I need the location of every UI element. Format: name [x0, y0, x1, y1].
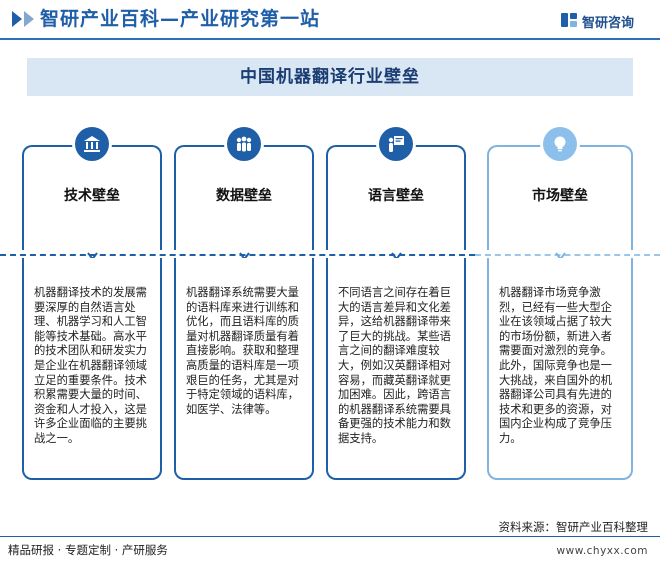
card-description: 机器翻译系统需要大量的语料库来进行训练和优化，而且语料库的质量对机器翻译质量有着…: [186, 286, 299, 416]
brand-name: 智研咨询: [582, 16, 635, 31]
presenter-board-icon: [379, 127, 413, 161]
card-data-top: 数据壁垒: [174, 145, 314, 250]
footer-url[interactable]: www.chyxx.com: [556, 545, 648, 557]
card-title: 语言壁垒: [368, 188, 424, 204]
card-market-body: 机器翻译市场竞争激烈，已经有一些大型企业在该领域占据了较大的市场份额，新进入者需…: [487, 258, 633, 480]
footer-tagline: 精品研报 · 专题定制 · 产研服务: [8, 543, 168, 557]
card-description: 不同语言之间存在着巨大的语言差异和文化差异，这给机器翻译带来了巨大的挑战。某些语…: [338, 286, 451, 445]
header-title: 智研产业百科—产业研究第一站: [40, 8, 321, 30]
header-divider: [0, 38, 660, 40]
card-language-body: 不同语言之间存在着巨大的语言差异和文化差异，这给机器翻译带来了巨大的挑战。某些语…: [326, 258, 466, 480]
page-title: 中国机器翻译行业壁垒: [240, 67, 420, 87]
card-tech-body: 机器翻译技术的发展需要深厚的自然语言处理、机器学习和人工智能等技术基础。高水平的…: [22, 258, 162, 480]
brand: 智研咨询: [560, 10, 648, 31]
card-title: 技术壁垒: [64, 188, 120, 204]
brand-logo-icon: [561, 13, 577, 27]
lightbulb-icon: [543, 127, 577, 161]
title-banner: 中国机器翻译行业壁垒: [27, 58, 633, 96]
card-language-top: 语言壁垒: [326, 145, 466, 250]
dashed-divider-light: [475, 254, 660, 256]
card-tech-top: 技术壁垒: [22, 145, 162, 250]
card-title: 数据壁垒: [216, 188, 272, 204]
footer-divider: [0, 536, 660, 537]
header: 智研产业百科—产业研究第一站 智研咨询: [0, 0, 660, 42]
card-description: 机器翻译市场竞争激烈，已经有一些大型企业在该领域占据了较大的市场份额，新进入者需…: [499, 286, 612, 445]
card-title: 市场壁垒: [532, 188, 588, 204]
bank-icon: [75, 127, 109, 161]
card-description: 机器翻译技术的发展需要深厚的自然语言处理、机器学习和人工智能等技术基础。高水平的…: [34, 286, 147, 445]
source-note: 资料来源：智研产业百科整理: [498, 520, 649, 534]
card-data-body: 机器翻译系统需要大量的语料库来进行训练和优化，而且语料库的质量对机器翻译质量有着…: [174, 258, 314, 480]
dashed-divider: [0, 254, 475, 256]
card-market-top: 市场壁垒: [487, 145, 633, 250]
people-group-icon: [227, 127, 261, 161]
